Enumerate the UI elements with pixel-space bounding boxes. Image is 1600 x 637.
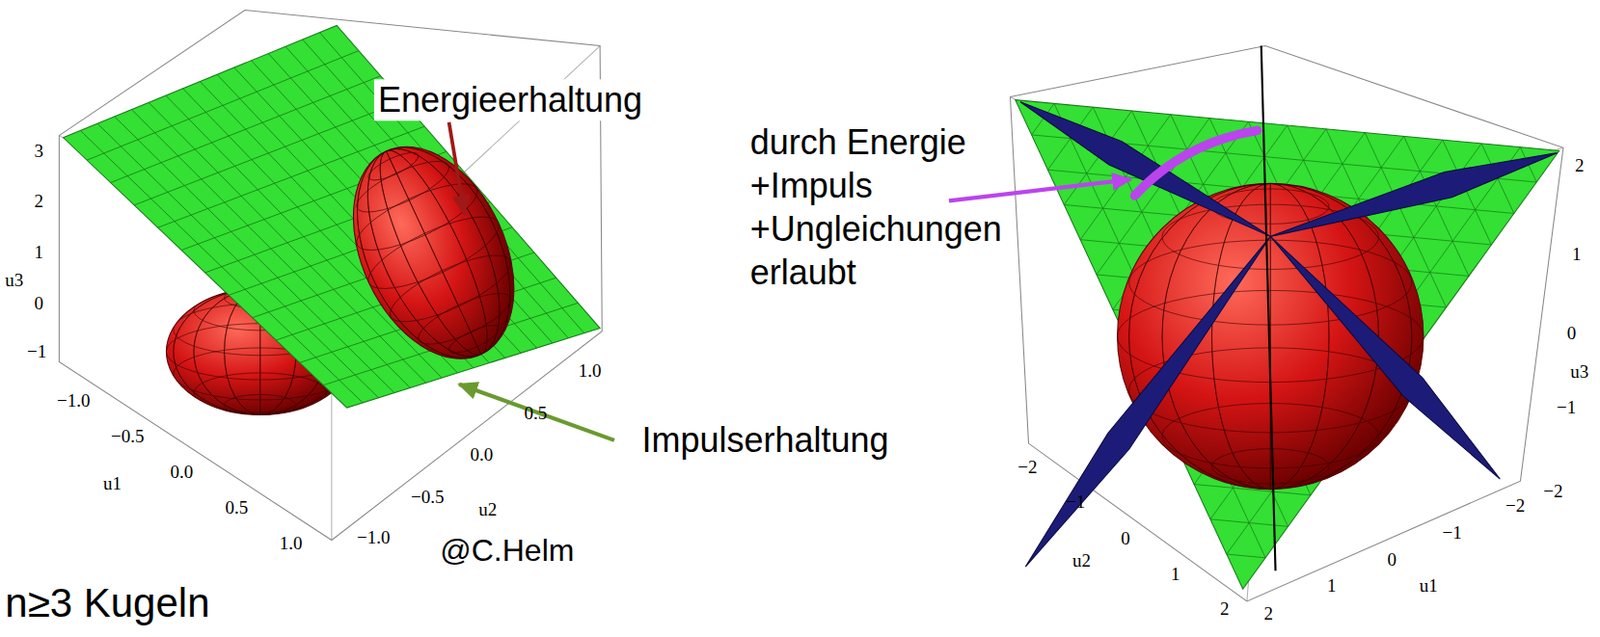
axis-label: u3 (1570, 361, 1589, 383)
tick-label: 0 (1120, 529, 1131, 551)
tick-label: 2 (1263, 603, 1274, 625)
tick-label: 0 (33, 293, 44, 315)
callout-text: Energieerhaltung (374, 79, 647, 121)
tick-label: −2 (1543, 481, 1563, 503)
tick-label: −1 (1441, 522, 1462, 544)
axis-label: u1 (1419, 575, 1438, 597)
momentum-plane (1015, 100, 1560, 591)
axis-label: u1 (103, 473, 122, 495)
tick-label: −1 (1065, 491, 1085, 514)
inequality-plane (1025, 236, 1271, 568)
axis-label: u2 (478, 499, 497, 521)
tick-label: −2 (1505, 495, 1525, 517)
tick-label: 1 (1572, 244, 1582, 266)
grid-line (1212, 183, 1329, 489)
grid-line (359, 203, 508, 303)
tick-label: −0.5 (410, 487, 444, 509)
tick-label: 2 (1220, 599, 1230, 622)
right-plot (949, 46, 1564, 602)
ellipsoid-grid (325, 123, 541, 383)
tick-label: 0.5 (524, 403, 548, 425)
tick-label: 0.0 (470, 444, 494, 466)
callout-text: durch Energie +Impuls +Ungleichungen erl… (750, 120, 1021, 295)
tick-label: 2 (1574, 155, 1585, 177)
box-outline (1009, 46, 1563, 602)
tick-label: 0 (1567, 323, 1577, 345)
tick-label: −0.5 (110, 426, 144, 448)
grid-line (325, 123, 541, 383)
grid-line (412, 284, 517, 355)
ellipsoid-upper (321, 121, 546, 385)
inequality-planes (1020, 102, 1558, 568)
inequality-plane (1270, 153, 1557, 238)
allowed-arc (1135, 130, 1258, 196)
box-edge (1009, 96, 1563, 602)
inequality-plane (1270, 236, 1500, 480)
tick-label: −1.0 (56, 390, 90, 412)
grid-line (349, 171, 486, 264)
grid-line (1129, 240, 1412, 326)
tick-label: 1.0 (578, 360, 602, 382)
grid-line (193, 373, 327, 413)
grid-line (1212, 183, 1329, 489)
grid-line (86, 51, 359, 162)
tick-label: 1 (1327, 575, 1337, 597)
energy-arrow (449, 122, 465, 215)
allowed-arrow (949, 179, 1131, 201)
tick-label: 1 (1170, 565, 1181, 587)
axis-label: u2 (1072, 550, 1091, 572)
tick-label: −1 (27, 341, 47, 363)
callout-text: Impulserhaltung (641, 420, 889, 461)
inequality-plane (1020, 102, 1271, 238)
tick-label: −1.0 (356, 527, 390, 549)
axis-line (1261, 46, 1276, 572)
grid-line (224, 394, 298, 416)
grid-line (361, 139, 507, 367)
tick-label: 0 (1386, 549, 1397, 571)
tick-label: 1.0 (279, 533, 303, 555)
tick-label: 2 (33, 190, 44, 213)
grid-line (325, 123, 541, 383)
tick-label: 3 (33, 140, 44, 163)
grid-line (381, 243, 518, 335)
tick-label: 0.0 (169, 461, 193, 484)
credit-note: @C.Helm (439, 533, 574, 570)
grid-line (361, 139, 507, 367)
tick-label: −1 (1556, 397, 1576, 419)
tick-label: −2 (1017, 458, 1037, 480)
grid-line (1212, 449, 1329, 485)
grid-line (385, 151, 481, 355)
grid-line (351, 151, 456, 222)
tick-label: 0.5 (225, 497, 249, 519)
tick-label: 1 (33, 242, 44, 264)
grid-line (110, 76, 381, 184)
grid-line (1226, 554, 1266, 559)
slide-heading: n≥3 Kugeln (4, 580, 210, 627)
grid-line (445, 320, 503, 358)
momentum-arrow (459, 384, 615, 441)
axis-label: u3 (4, 270, 24, 292)
